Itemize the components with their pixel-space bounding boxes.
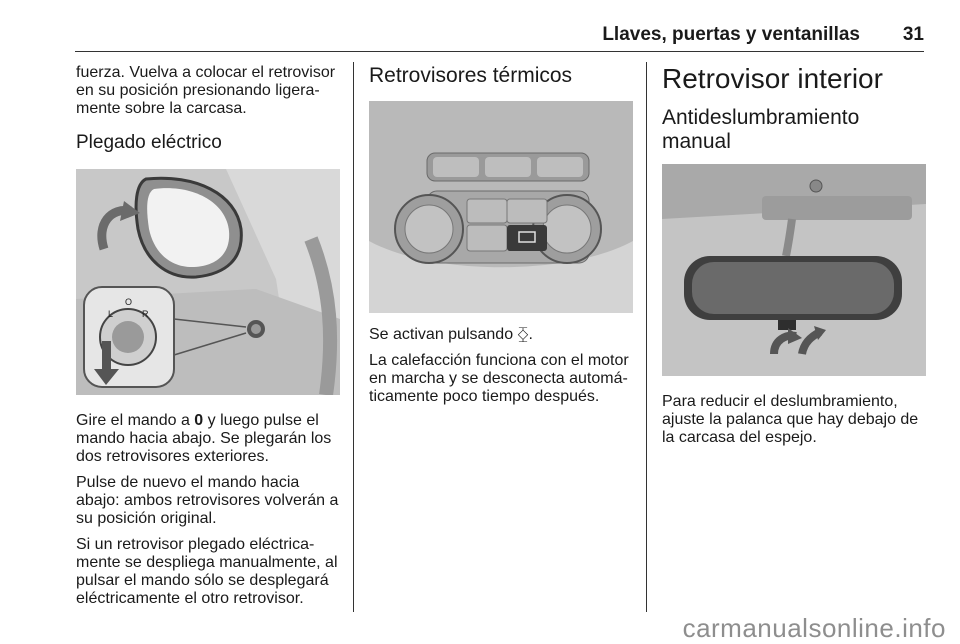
column-right: Retrovisor interior Antideslumbramiento … [662, 63, 926, 447]
interior-mirror-illustration [662, 164, 926, 376]
mirror-fold-illustration: L O R [76, 169, 340, 395]
subheading-manual-antiglare: Antideslumbramiento manual [662, 106, 860, 153]
column-divider-1 [353, 62, 354, 612]
column-left: fuerza. Vuelva a colocar el retrovisor e… [76, 64, 342, 608]
paragraph-activate: Se activan pulsando ⧰. [369, 326, 533, 343]
running-header-title: Llaves, puertas y ventanillas [602, 24, 860, 45]
paragraph-heating-info: La calefacción funciona con el motor en … [369, 352, 629, 405]
switch-label-left: L [108, 309, 113, 319]
switch-label-zero: O [125, 297, 132, 307]
paragraph-press-again: Pulse de nuevo el mando hacia abajo: amb… [76, 474, 339, 527]
column-divider-2 [646, 62, 647, 612]
intro-paragraph: fuerza. Vuelva a colocar el retrovisor e… [76, 64, 336, 117]
section-heading-folding: Plegado eléctrico [76, 132, 222, 153]
paragraph-reduce-glare: Para reducir el deslumbramiento, ajuste … [662, 393, 919, 446]
column-middle: Retrovisores térmicos Se activan pulsand… [369, 64, 633, 406]
position-zero: 0 [194, 412, 204, 429]
watermark: carmanualsonline.info [682, 613, 946, 643]
paragraph-manual-unfold: Si un retrovisor plegado eléctrica­mente… [76, 536, 338, 607]
page-number: 31 [902, 24, 924, 45]
climate-panel-illustration [369, 101, 633, 313]
paragraph-turn-knob: Gire el mando a 0 y luego pulse el mando… [76, 412, 332, 465]
section-heading-interior-mirror: Retrovisor interior [662, 63, 883, 94]
switch-label-right: R [142, 309, 149, 319]
section-heading-heated-mirrors: Retrovisores térmicos [369, 64, 573, 87]
header-rule [75, 51, 924, 52]
